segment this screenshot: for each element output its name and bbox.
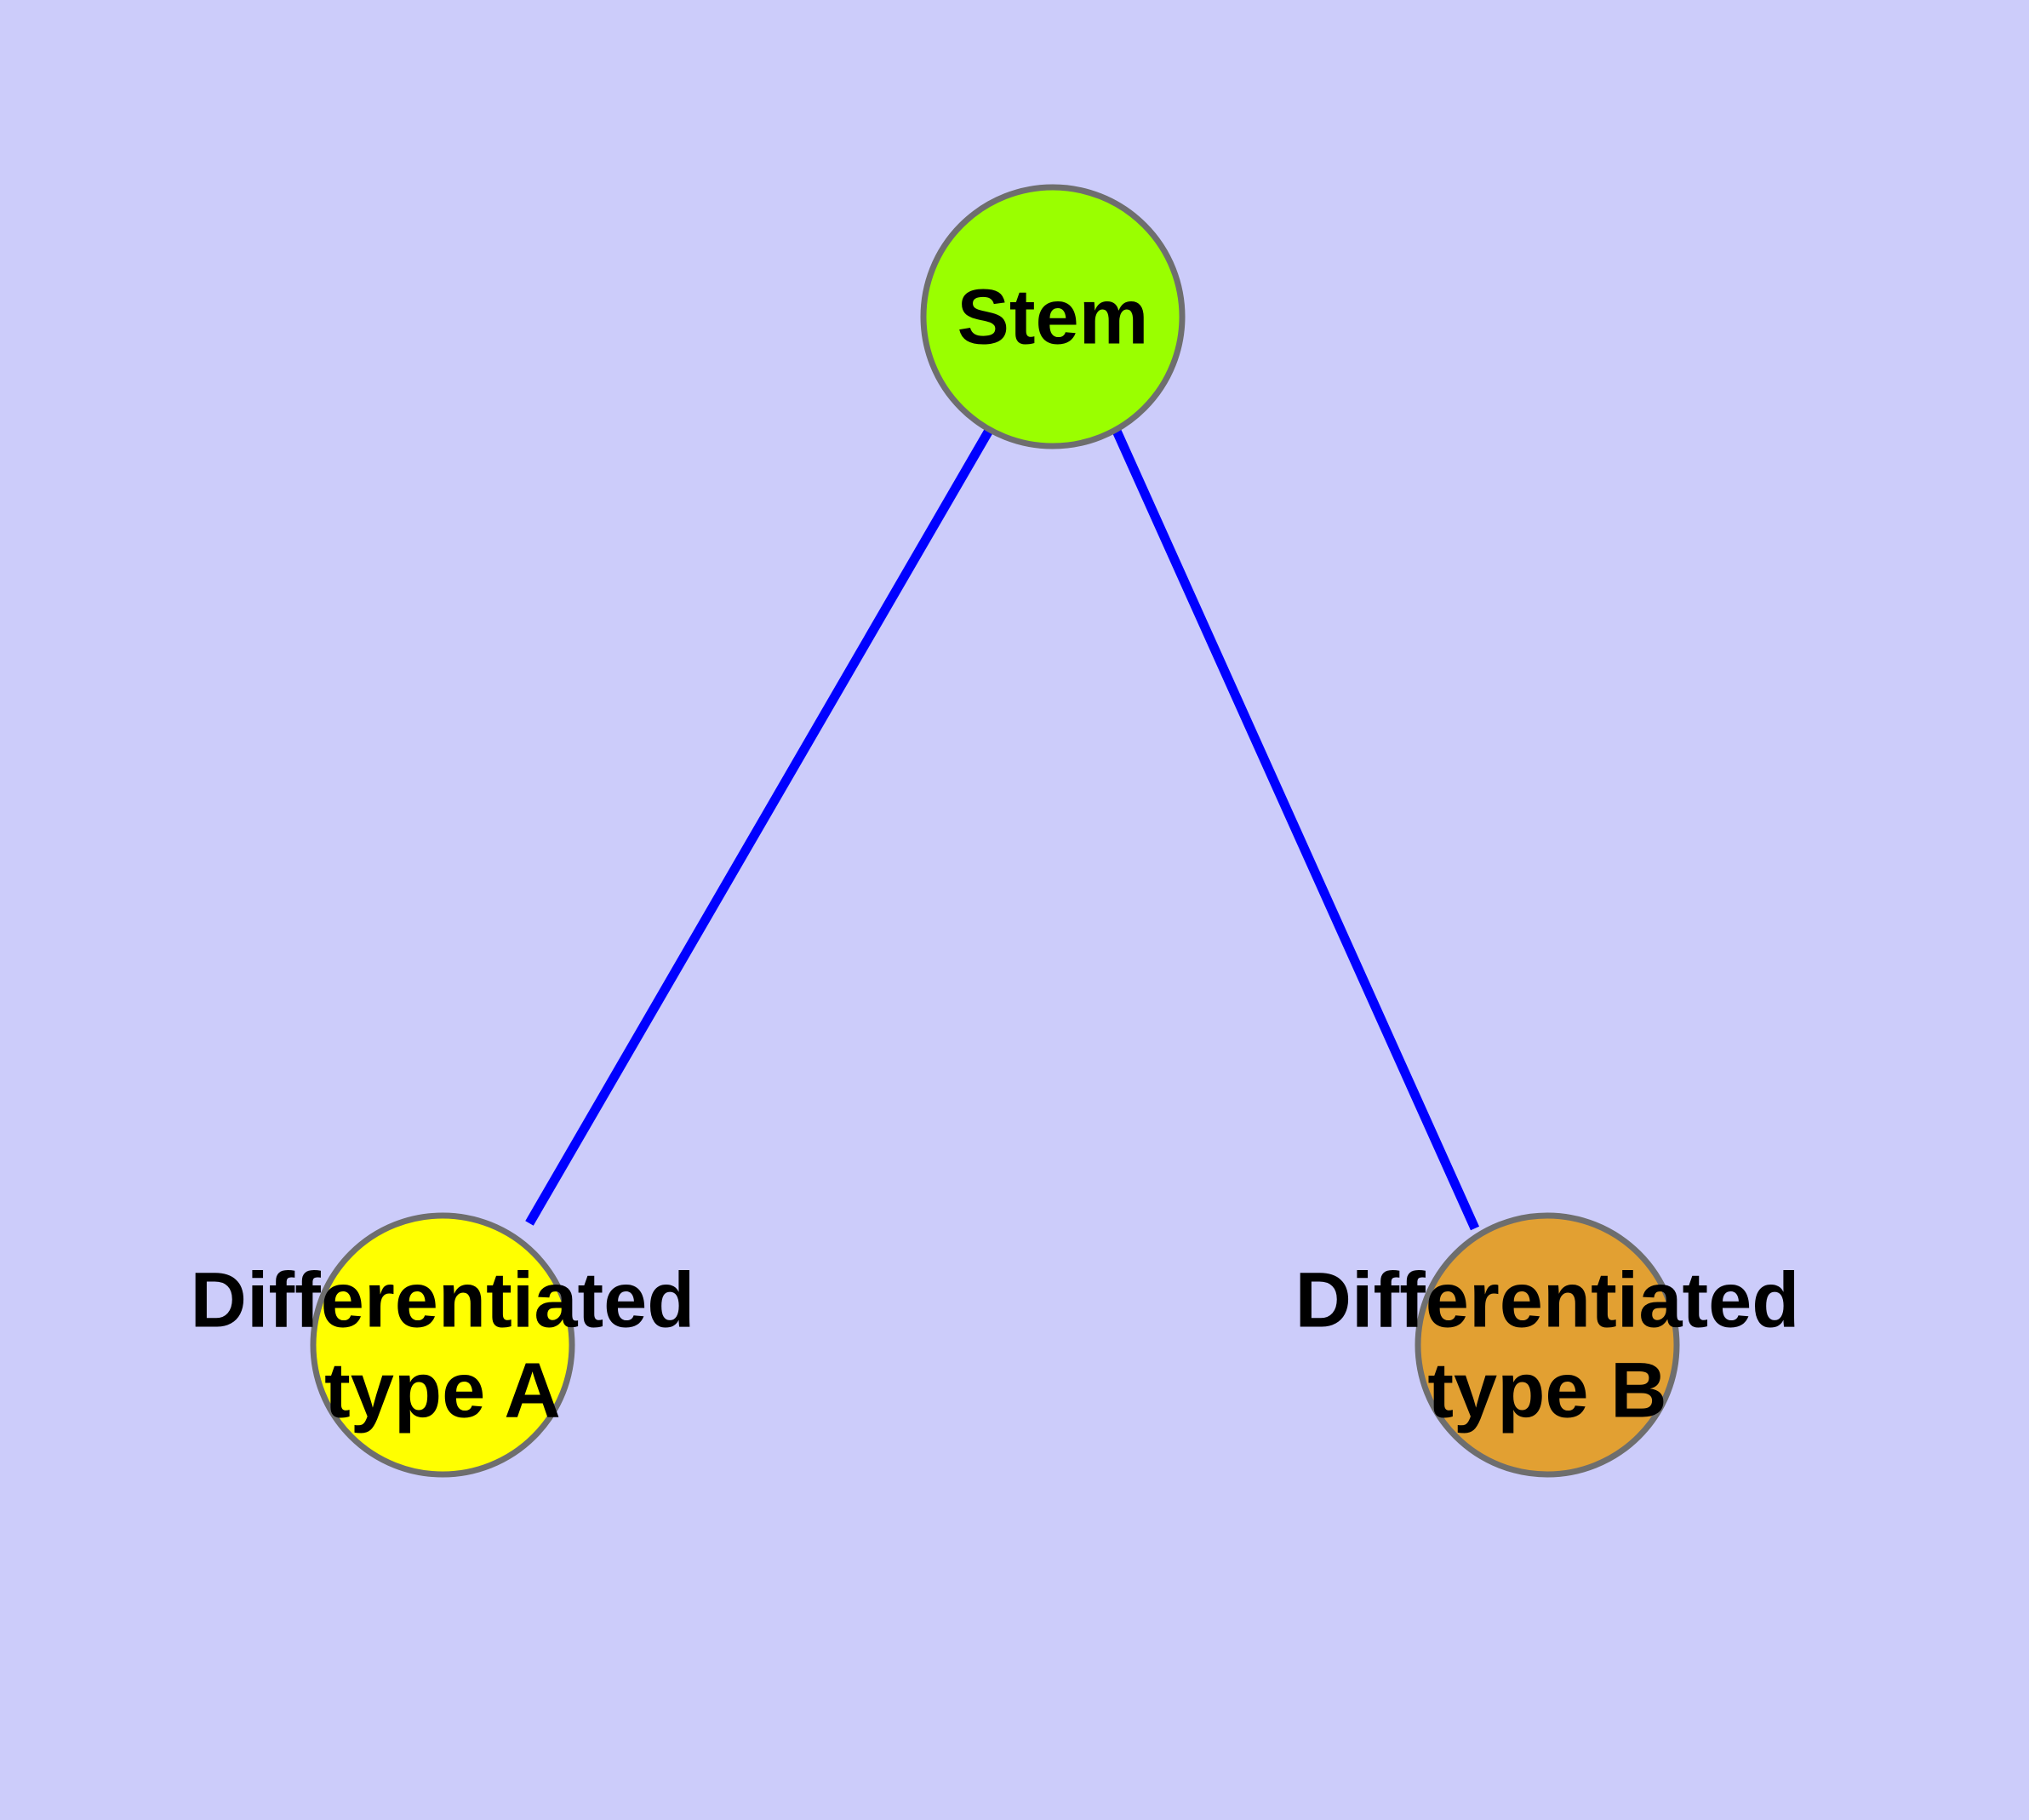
- node-stem-label: Stem: [957, 273, 1149, 360]
- edge-layer: [525, 426, 1480, 1231]
- edge-stem-to-differentiated-type-a[interactable]: [525, 426, 994, 1226]
- node-differentiated-type-b-circle[interactable]: [1415, 1212, 1680, 1478]
- edge-stem-to-differentiated-type-b[interactable]: [1111, 426, 1480, 1231]
- node-stem-circle[interactable]: [920, 184, 1186, 449]
- node-differentiated-type-a-circle[interactable]: [310, 1212, 575, 1478]
- node-stem[interactable]: Stem: [920, 184, 1186, 449]
